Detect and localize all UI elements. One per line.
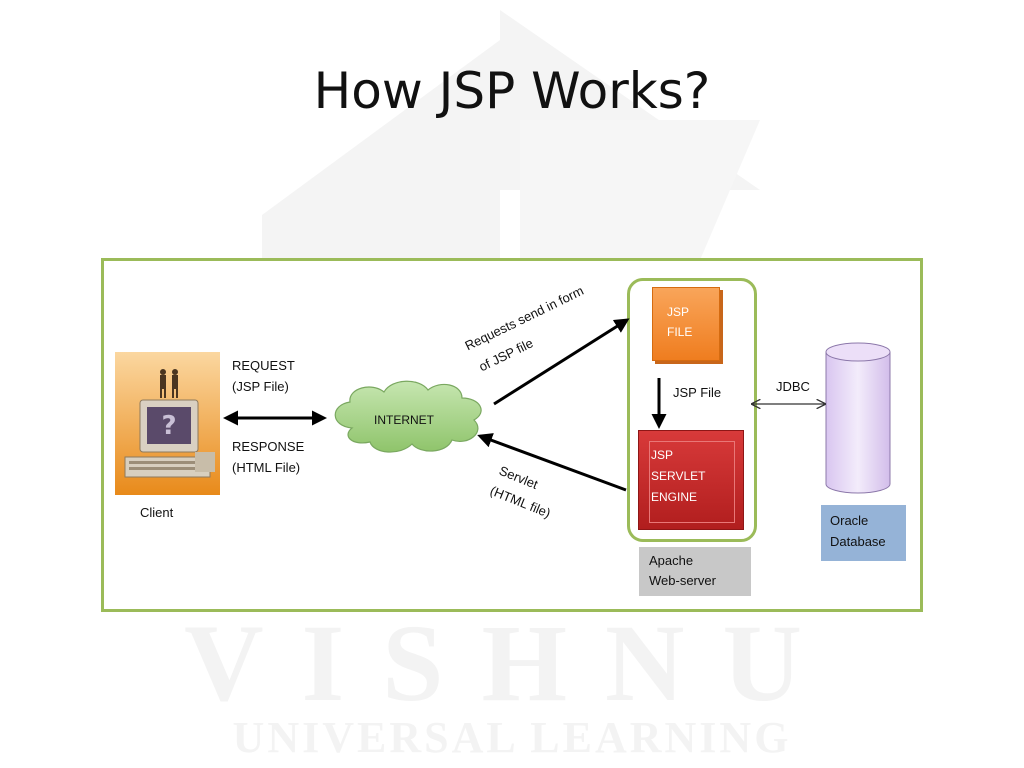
jdbc-label: JDBC [776,379,810,394]
client-computer-icon: ? [115,352,220,495]
request-arrow [493,318,630,406]
oracle-database-cylinder [825,342,891,494]
response-label: RESPONSE [232,439,305,454]
oracle-line2: Database [830,534,886,549]
engine-line2: SERVLET [651,469,706,483]
diagram-frame [101,258,923,612]
request-label: REQUEST [232,358,295,373]
oracle-line1: Oracle [830,513,869,528]
jsp-file-node: JSP FILE [652,287,720,361]
request-subtitle: (JSP File) [232,379,289,394]
jsp-file-flow-label: JSP File [673,385,722,400]
engine-line1: JSP [651,448,674,462]
jsp-file-line2: FILE [667,325,693,339]
servlet-engine-node: JSP SERVLET ENGINE [638,430,744,530]
watermark-vishnu: VISHNU [184,602,840,724]
question-mark-icon: ? [161,411,176,441]
slide-title: How JSP Works? [313,62,711,120]
apache-line2: Web-server [649,573,716,588]
engine-line3: ENGINE [651,490,698,504]
apache-line1: Apache [649,553,694,568]
internet-cloud-icon [334,380,482,453]
response-subtitle: (HTML File) [232,460,301,475]
client-label: Client [140,505,174,520]
servlet-response-arrow [477,433,627,492]
jsp-file-line1: JSP [667,305,690,319]
watermark-universal-learning: UNIVERSAL LEARNING [232,713,792,762]
internet-label: INTERNET [374,413,434,427]
